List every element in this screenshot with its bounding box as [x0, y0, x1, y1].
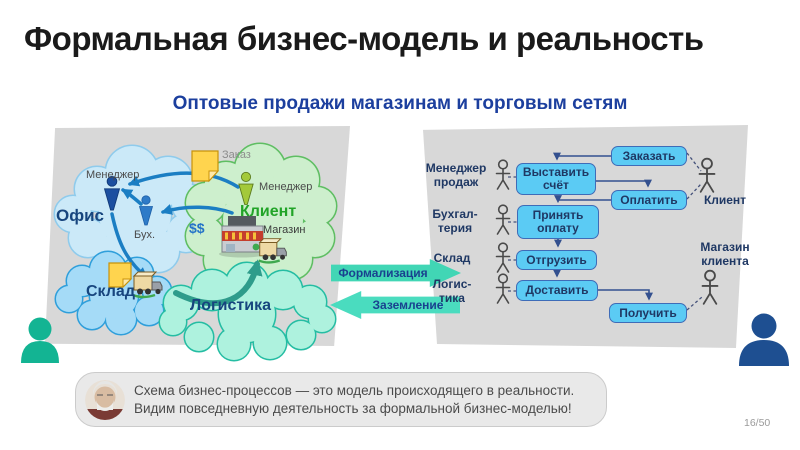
- office-manager-label: Менеджер: [86, 169, 140, 181]
- speaker-avatar: [85, 380, 125, 420]
- grounding-arrow-label: Заземление: [372, 298, 444, 312]
- analyst-person-silhouette: [739, 313, 789, 366]
- logistics-cloud-label: Логистика: [190, 297, 271, 314]
- step-receive: Получить: [609, 303, 687, 323]
- role-logistics-label: Логис- тика: [432, 277, 472, 305]
- order-note-label: Заказ: [222, 149, 251, 161]
- role-warehouse-label: Склад: [433, 251, 471, 265]
- warehouse-cloud-label: Склад: [86, 283, 135, 300]
- speaker-avatar-image: [85, 380, 125, 420]
- callout-bubble: Схема бизнес-процессов — это модель прои…: [75, 372, 607, 427]
- callout-line2: Видим повседневную деятельность за форма…: [134, 400, 572, 416]
- role-accounting-label: Бухгал- терия: [432, 207, 478, 235]
- step-invoice: Выставить счёт: [516, 163, 596, 195]
- step-order: Заказать: [611, 146, 687, 166]
- shop-label: Магазин: [263, 224, 306, 236]
- money-label: $$: [189, 220, 205, 236]
- client-cloud-label: Клиент: [240, 203, 297, 220]
- page-title: Формальная бизнес-модель и реальность: [24, 20, 704, 57]
- step-pay: Оплатить: [611, 190, 687, 210]
- formalization-arrow-label: Формализация: [338, 266, 428, 280]
- actor-client-label: Клиент: [703, 193, 747, 207]
- page-number: 16/50: [744, 417, 771, 429]
- step-ship: Отгрузить: [516, 250, 597, 270]
- accountant-label: Бух.: [134, 229, 156, 241]
- office-cloud-label: Офис: [56, 206, 105, 225]
- page-subtitle: Оптовые продажи магазинам и торговым сет…: [172, 93, 628, 114]
- actor-client-store-label: Магазин клиента: [700, 240, 750, 268]
- role-sales-manager-label: Менеджер продаж: [425, 161, 487, 189]
- step-deliver: Доставить: [516, 280, 598, 301]
- callout-line1: Схема бизнес-процессов — это модель прои…: [134, 383, 575, 398]
- client-manager-label: Менеджер: [259, 181, 313, 193]
- step-accept-payment: Принять оплату: [517, 205, 599, 239]
